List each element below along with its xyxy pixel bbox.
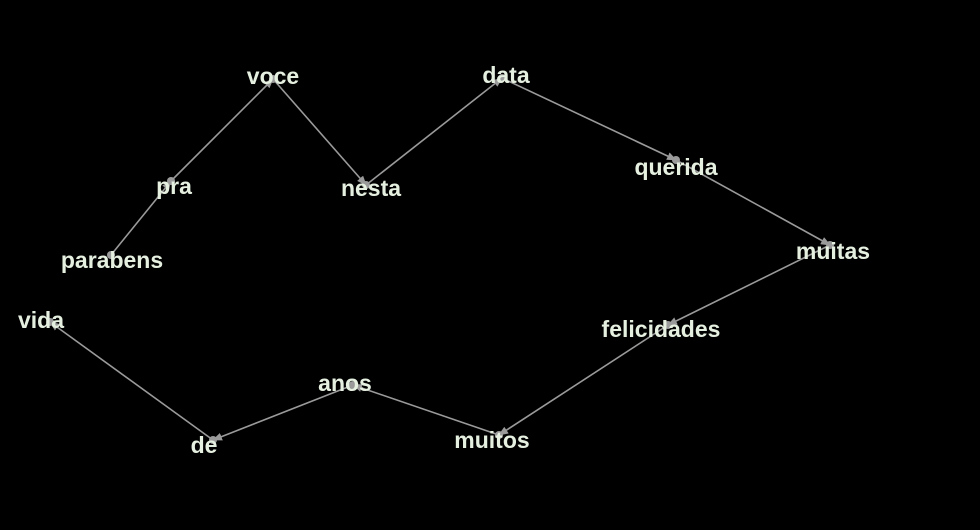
node-voce: voce [247, 63, 299, 89]
node-label-parabens: parabens [61, 247, 163, 273]
node-vida: vida [18, 307, 64, 333]
node-dot-voce [269, 75, 277, 83]
node-de: de [191, 432, 218, 458]
node-dot-muitas [826, 241, 834, 249]
node-label-nesta: nesta [341, 175, 401, 201]
node-label-muitos: muitos [454, 427, 529, 453]
node-nesta: nesta [341, 175, 401, 201]
node-label-data: data [482, 62, 530, 88]
node-label-anos: anos [318, 370, 372, 396]
nodes-layer: parabens pra voce nesta data querida muitas fel… [18, 62, 870, 458]
edge-parabens-to-pra [110, 180, 172, 256]
edge-pra-to-voce [170, 78, 274, 182]
edge-de-to-vida [49, 321, 214, 441]
node-dot-felicidades [664, 321, 672, 329]
node-dot-parabens [107, 251, 115, 259]
node-dot-muitos [495, 431, 503, 439]
node-label-voce: voce [247, 63, 299, 89]
node-parabens: parabens [61, 247, 163, 273]
node-label-pra: pra [156, 173, 192, 199]
edge-muitas-to-felicidades [667, 244, 831, 326]
node-querida: querida [634, 154, 717, 180]
edge-voce-to-nesta [272, 78, 367, 186]
edge-data-to-querida [501, 77, 677, 161]
node-label-felicidades: felicidades [602, 316, 721, 342]
node-dot-querida [672, 156, 680, 164]
edge-anos-to-de [212, 384, 354, 441]
node-dot-pra [167, 177, 175, 185]
node-dot-de [209, 436, 217, 444]
edge-muitos-to-anos [352, 384, 500, 436]
node-label-muitas: muitas [796, 238, 870, 264]
node-dot-anos [349, 381, 357, 389]
node-felicidades: felicidades [602, 316, 721, 342]
node-pra: pra [156, 173, 192, 199]
node-dot-vida [46, 318, 54, 326]
node-label-de: de [191, 432, 218, 458]
node-label-querida: querida [634, 154, 717, 180]
edge-nesta-to-data [365, 77, 503, 186]
node-dot-nesta [362, 181, 370, 189]
node-muitos: muitos [454, 427, 529, 453]
node-muitas: muitas [796, 238, 870, 264]
edges-layer [49, 77, 831, 441]
edge-querida-to-muitas [675, 159, 831, 246]
node-label-vida: vida [18, 307, 64, 333]
node-anos: anos [318, 370, 372, 396]
node-data: data [482, 62, 530, 88]
node-dot-data [498, 74, 506, 82]
edge-felicidades-to-muitos [498, 324, 669, 436]
